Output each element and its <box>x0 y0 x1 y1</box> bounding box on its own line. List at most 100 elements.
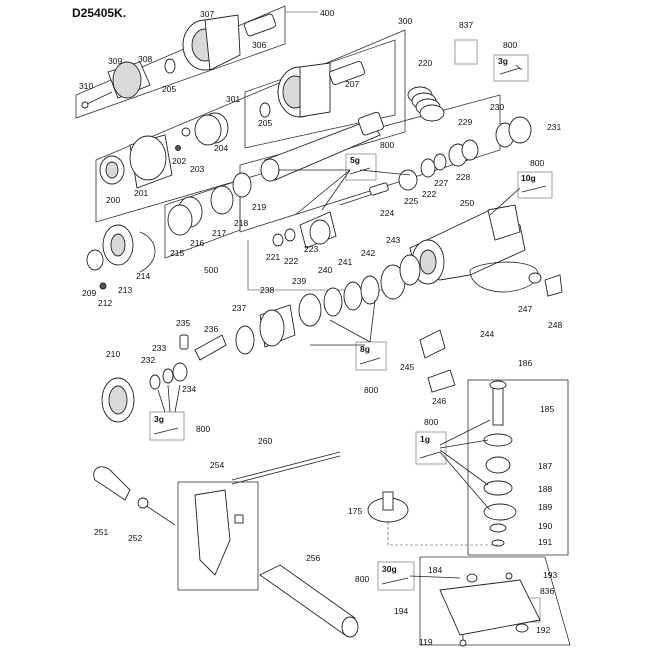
label-207: 207 <box>345 79 359 89</box>
label-200: 200 <box>106 195 120 205</box>
grease-box-3g-top <box>493 54 529 82</box>
label-236: 236 <box>204 324 218 334</box>
label-190: 190 <box>538 521 552 531</box>
label-238: 238 <box>260 285 274 295</box>
label-250: 250 <box>460 198 474 208</box>
label-191: 191 <box>538 537 552 547</box>
label-234: 234 <box>182 384 196 394</box>
label-204: 204 <box>214 143 228 153</box>
label-187: 187 <box>538 461 552 471</box>
label-201: 201 <box>134 188 148 198</box>
frame-800-top <box>239 94 501 233</box>
frame-186 <box>467 379 569 556</box>
label-310: 310 <box>79 81 93 91</box>
label-202: 202 <box>172 156 186 166</box>
label-209: 209 <box>82 288 96 298</box>
label-232: 232 <box>141 355 155 365</box>
frame-254 <box>177 481 259 591</box>
label-248: 248 <box>548 320 562 330</box>
grease-box-5g <box>345 153 377 181</box>
label-800-mid: 800 <box>380 140 394 150</box>
label-210: 210 <box>106 349 120 359</box>
label-244: 244 <box>480 329 494 339</box>
label-800-right: 800 <box>530 158 544 168</box>
label-800-center: 800 <box>364 385 378 395</box>
label-205-top: 205 <box>162 84 176 94</box>
grease-label: 5g <box>350 155 360 165</box>
label-119: 119 <box>419 637 433 647</box>
label-228: 228 <box>456 172 470 182</box>
label-306: 306 <box>252 40 266 50</box>
label-251: 251 <box>94 527 108 537</box>
label-221: 221 <box>266 252 280 262</box>
label-308: 308 <box>138 54 152 64</box>
label-400: 400 <box>320 8 334 18</box>
part-shapes <box>81 13 563 647</box>
label-247: 247 <box>518 304 532 314</box>
grease-box-10g <box>517 171 553 199</box>
arrows <box>157 169 521 579</box>
label-213: 213 <box>118 285 132 295</box>
label-240: 240 <box>318 265 332 275</box>
label-222-left: 222 <box>284 256 298 266</box>
label-237: 237 <box>232 303 246 313</box>
label-500: 500 <box>204 265 218 275</box>
label-241: 241 <box>338 257 352 267</box>
label-800-left: 800 <box>196 424 210 434</box>
label-254: 254 <box>210 460 224 470</box>
label-260: 260 <box>258 436 272 446</box>
label-230: 230 <box>490 102 504 112</box>
grease-tags: 3g 5g 10g 8g 3g 1g 30g <box>149 39 553 623</box>
label-309: 309 <box>108 56 122 66</box>
label-224: 224 <box>380 208 394 218</box>
label-214: 214 <box>136 271 150 281</box>
label-225: 225 <box>404 196 418 206</box>
label-252: 252 <box>128 533 142 543</box>
label-223: 223 <box>304 244 318 254</box>
label-300: 300 <box>398 16 412 26</box>
label-245: 245 <box>400 362 414 372</box>
label-175: 175 <box>348 506 362 516</box>
label-301: 301 <box>226 94 240 104</box>
label-242: 242 <box>361 248 375 258</box>
label-215: 215 <box>170 248 184 258</box>
label-243: 243 <box>386 235 400 245</box>
label-188: 188 <box>538 484 552 494</box>
label-219: 219 <box>252 202 266 212</box>
label-837: 837 <box>459 20 473 30</box>
frame-301 <box>244 39 396 149</box>
grease-box-8g <box>355 341 387 371</box>
label-193: 193 <box>543 570 557 580</box>
label-256: 256 <box>306 553 320 563</box>
label-205-mid: 205 <box>258 118 272 128</box>
label-246: 246 <box>432 396 446 406</box>
label-218: 218 <box>234 218 248 228</box>
label-239: 239 <box>292 276 306 286</box>
label-836: 836 <box>540 586 554 596</box>
diagram-title: D25405K. <box>72 6 126 20</box>
grease-label: 8g <box>360 344 370 354</box>
grease-box-3g-left <box>149 411 185 441</box>
grease-label: 1g <box>420 434 430 444</box>
grease-label: 3g <box>498 56 508 66</box>
label-800-top: 800 <box>503 40 517 50</box>
label-185: 185 <box>540 404 554 414</box>
frame-194 <box>419 556 571 646</box>
label-800-bottom: 800 <box>355 574 369 584</box>
label-220: 220 <box>418 58 432 68</box>
label-222-right: 222 <box>422 189 436 199</box>
label-227: 227 <box>434 178 448 188</box>
label-231: 231 <box>547 122 561 132</box>
label-217: 217 <box>212 228 226 238</box>
label-212: 212 <box>98 298 112 308</box>
grease-label: 30g <box>382 564 397 574</box>
label-189: 189 <box>538 502 552 512</box>
label-194: 194 <box>394 606 408 616</box>
label-216: 216 <box>190 238 204 248</box>
label-184: 184 <box>428 565 442 575</box>
label-203: 203 <box>190 164 204 174</box>
label-800-gear: 800 <box>424 417 438 427</box>
label-307: 307 <box>200 9 214 19</box>
grease-label: 10g <box>521 173 536 183</box>
